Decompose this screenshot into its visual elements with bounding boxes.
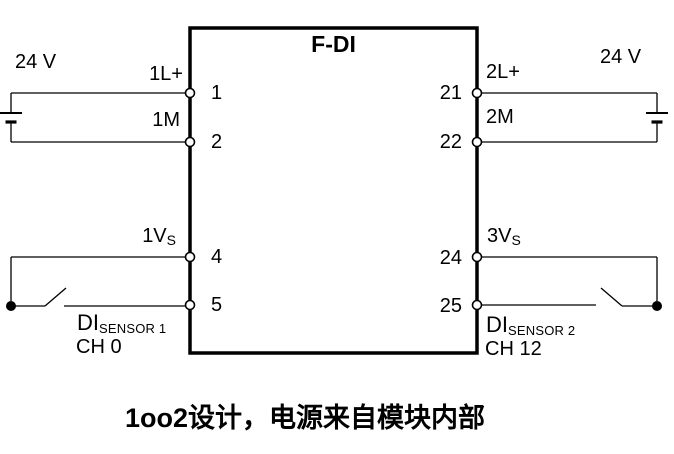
terminal-circle-pin2 [184,136,196,148]
terminal-circle-pin25 [471,299,483,311]
sensor-left-label: DISENSOR 1 [77,310,167,336]
pin-number-21: 21 [439,82,462,104]
pin-number-22: 22 [439,131,462,153]
diagram-caption: 1oo2设计，电源来自模块内部 [125,403,486,433]
sensor-left-label-sub: SENSOR 1 [99,321,167,336]
terminal-label-1lplus: 1L+ [149,63,183,85]
terminal-label-3vs-sub: S [511,232,521,248]
terminal-circle-pin21 [471,87,483,99]
battery-left [0,112,22,124]
terminal-label-1vs: 1VS [142,226,176,247]
pin-number-1: 1 [211,82,223,104]
supply-voltage-left: 24 V [15,51,57,73]
supply-voltage-right: 24 V [600,46,642,68]
sensor-right-label-main: DI [486,312,508,337]
sensor-right-junction-dot [652,301,662,311]
terminal-circle-pin22 [471,136,483,148]
pin-number-24: 24 [439,247,462,269]
terminal-label-3vs-main: 3V [487,225,512,247]
terminal-label-1m: 1M [152,109,180,131]
module-title: F-DI [311,31,356,57]
pin-number-25: 25 [439,295,462,317]
terminal-circle-pin24 [471,251,483,263]
sensor-left-channel: CH 0 [76,336,122,358]
pin-number-2: 2 [211,131,223,153]
switch-blade-left [44,287,67,307]
pin-number-4: 4 [211,246,223,268]
terminal-circle-pin5 [184,299,196,311]
wires [10,92,658,307]
module-box [188,26,479,355]
sensor-right-channel: CH 12 [485,338,542,360]
switch-blade-right [600,287,623,307]
sensor-right-label-sub: SENSOR 2 [508,323,576,338]
terminal-label-1vs-main: 1V [142,225,167,247]
sensor-left-junction-dot [6,301,16,311]
battery-right [646,112,668,124]
terminal-label-2lplus: 2L+ [486,61,520,83]
terminal-label-2m: 2M [486,106,514,128]
pin-number-5: 5 [211,294,223,316]
sensor-left-label-main: DI [77,310,99,335]
terminal-circles [184,87,483,311]
terminal-label-1vs-sub: S [166,232,176,248]
terminal-circle-pin1 [184,87,196,99]
terminal-circle-pin4 [184,251,196,263]
terminal-label-3vs: 3VS [487,226,521,247]
sensor-right-label: DISENSOR 2 [486,312,576,338]
